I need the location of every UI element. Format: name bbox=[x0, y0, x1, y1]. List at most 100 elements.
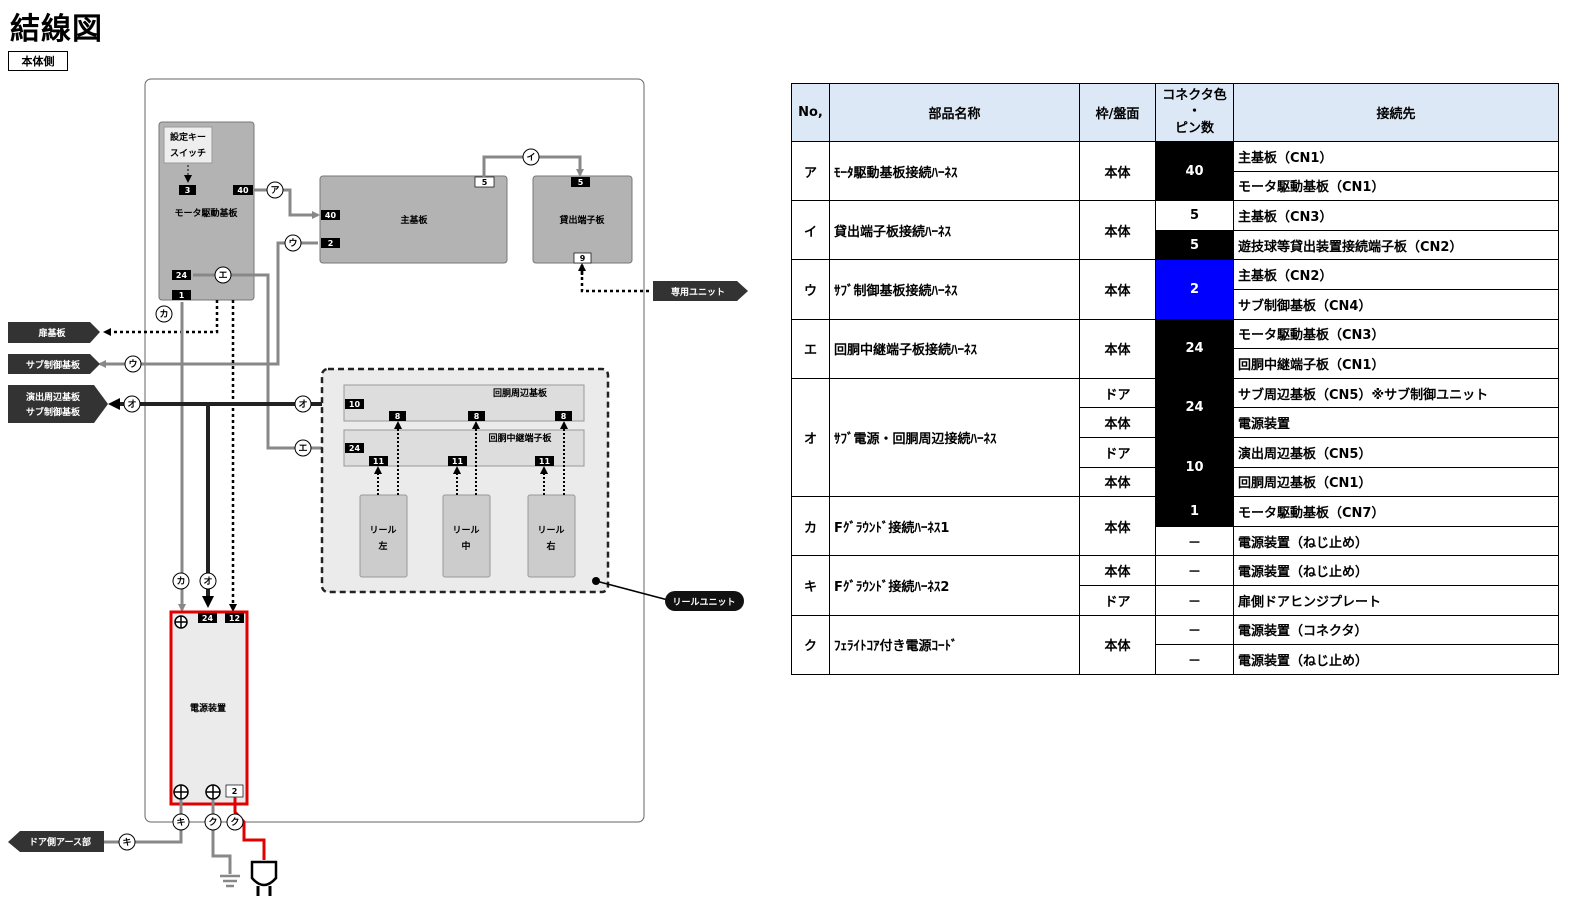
cell-dest: モータ駆動基板（CN1） bbox=[1233, 170, 1559, 202]
cell-pin: 10 bbox=[1155, 436, 1234, 498]
cell-dest: 主基板（CN2） bbox=[1233, 259, 1559, 290]
marker-e: エ bbox=[218, 271, 227, 281]
header-name: 部品名称 bbox=[829, 83, 1080, 142]
cell-pin: 5 bbox=[1155, 200, 1234, 231]
header-position: 枠/盤面 bbox=[1079, 83, 1156, 142]
pin-pw-2: 2 bbox=[232, 787, 238, 796]
reel-left bbox=[359, 494, 408, 578]
cell-dest: 電源装置（ねじ止め） bbox=[1233, 644, 1559, 675]
ground-icon bbox=[220, 874, 240, 888]
main-board bbox=[319, 175, 508, 264]
cell-dest: 主基板（CN3） bbox=[1233, 200, 1559, 231]
table-row: イ 貸出端子板接続ﾊｰﾈｽ 本体 5 主基板（CN3） bbox=[791, 200, 1559, 261]
cell-pin: 24 bbox=[1155, 318, 1234, 379]
marker-ki: キ bbox=[176, 817, 185, 828]
cell-dest: モータ駆動基板（CN3） bbox=[1233, 318, 1559, 350]
svg-text:サブ制御基板: サブ制御基板 bbox=[26, 359, 81, 371]
cell-dest: 扉側ドアヒンジプレート bbox=[1233, 584, 1559, 616]
wiring-diagram: 設定キー スイッチ 3 40 モータ駆動基板 24 1 主基板 5 40 2 貸… bbox=[8, 78, 748, 896]
tag-dedicated-unit: 専用ユニット bbox=[653, 281, 748, 301]
marker-ki-2: キ bbox=[122, 837, 131, 848]
lending-board-label: 貸出端子板 bbox=[559, 214, 605, 226]
cell-no: ク bbox=[791, 614, 830, 675]
header-no: No, bbox=[791, 83, 830, 142]
cell-position: 本体 bbox=[1079, 555, 1156, 586]
pin-relay-24: 24 bbox=[349, 444, 361, 453]
page-title: 結線図 bbox=[10, 12, 103, 47]
marker-ku: ク bbox=[208, 817, 217, 828]
cell-no: ウ bbox=[791, 259, 830, 320]
screw-icon bbox=[173, 615, 221, 800]
cell-pin: － bbox=[1155, 555, 1234, 586]
table-row: ア ﾓｰﾀ駆動基板接続ﾊｰﾈｽ 本体 40 主基板（CN1） bbox=[791, 140, 1559, 202]
table-row: ドア － 扉側ドアヒンジプレート bbox=[792, 584, 1559, 616]
cell-pin: 1 bbox=[1155, 496, 1234, 527]
marker-u-2: ウ bbox=[128, 359, 137, 370]
reel-right-label-2: 右 bbox=[545, 540, 555, 552]
cell-no: オ bbox=[791, 377, 830, 498]
header-pin-line3: ピン数 bbox=[1174, 120, 1214, 136]
table-row: ウ ｻﾌﾞ制御基板接続ﾊｰﾈｽ 本体 2 主基板（CN2） bbox=[791, 259, 1559, 320]
pin-reel-10: 10 bbox=[349, 400, 361, 409]
pin-reel-8-3: 8 bbox=[561, 412, 567, 421]
cell-pin: － bbox=[1155, 584, 1234, 616]
svg-text:演出周辺基板: 演出周辺基板 bbox=[26, 391, 81, 403]
header-dest: 接続先 bbox=[1233, 83, 1559, 142]
svg-text:専用ユニット: 専用ユニット bbox=[671, 286, 725, 298]
marker-u: ウ bbox=[288, 238, 297, 249]
table-row: カ Fｸﾞﾗｳﾝﾄﾞ接続ﾊｰﾈｽ1 本体 1 モータ駆動基板（CN7） bbox=[791, 496, 1559, 557]
table-header-row: No, 部品名称 枠/盤面 コネクタ色 ・ ピン数 接続先 bbox=[791, 83, 1559, 142]
header-pin-line2: ・ bbox=[1187, 104, 1201, 120]
pin-motor-24: 24 bbox=[176, 271, 188, 280]
side-label: 本体側 bbox=[8, 51, 68, 71]
marker-ka: カ bbox=[159, 309, 168, 320]
cell-position: 本体 bbox=[1079, 407, 1156, 438]
cell-dest: 回胴周辺基板（CN1） bbox=[1233, 466, 1559, 498]
svg-text:リールユニット: リールユニット bbox=[672, 597, 735, 608]
pin-reel-8-1: 8 bbox=[395, 412, 401, 421]
pin-pw-24: 24 bbox=[202, 614, 214, 623]
cell-name: ﾓｰﾀ駆動基板接続ﾊｰﾈｽ bbox=[829, 140, 1080, 202]
marker-ku-2: ク bbox=[230, 817, 239, 828]
cell-position: 本体 bbox=[1079, 259, 1156, 320]
cell-pin: － bbox=[1155, 614, 1234, 646]
pin-reel-8-2: 8 bbox=[474, 412, 480, 421]
motor-board-label: モータ駆動基板 bbox=[174, 207, 238, 219]
pin-motor-40: 40 bbox=[237, 186, 249, 195]
cell-name: Fｸﾞﾗｳﾝﾄﾞ接続ﾊｰﾈｽ1 bbox=[829, 496, 1080, 557]
power-unit bbox=[169, 610, 249, 806]
cell-dest: 回胴中継端子板（CN1） bbox=[1233, 348, 1559, 379]
cell-dest: 演出周辺基板（CN5） bbox=[1233, 436, 1559, 468]
cell-pin: 5 bbox=[1155, 229, 1234, 261]
table-row: エ 回胴中継端子板接続ﾊｰﾈｽ 本体 24 モータ駆動基板（CN3） bbox=[791, 318, 1559, 379]
cell-dest: 主基板（CN1） bbox=[1233, 141, 1559, 172]
cell-position: 本体 bbox=[1079, 466, 1156, 498]
cell-pin: － bbox=[1155, 525, 1234, 557]
reel-center-label-1: リール bbox=[452, 525, 479, 536]
setting-key-switch bbox=[163, 126, 213, 164]
cell-dest: 電源装置 bbox=[1233, 407, 1559, 438]
reel-periph-board bbox=[343, 384, 585, 422]
power-plug-icon bbox=[250, 860, 278, 896]
cell-dest: サブ制御基板（CN4） bbox=[1233, 288, 1559, 320]
cell-position: ドア bbox=[1079, 377, 1156, 409]
marker-o-3: オ bbox=[203, 576, 212, 587]
cell-position: 本体 bbox=[1079, 200, 1156, 261]
pin-main-2: 2 bbox=[328, 239, 334, 248]
marker-a: ア bbox=[270, 185, 279, 196]
pin-motor-3: 3 bbox=[185, 186, 191, 195]
table-row: 回胴中継端子板（CN1） bbox=[792, 348, 1559, 379]
reel-relay-label: 回胴中継端子板 bbox=[488, 432, 552, 444]
table-row: ク ﾌｪﾗｲﾄｺｱ付き電源ｺｰﾄﾞ 本体 － 電源装置（コネクタ） bbox=[791, 614, 1559, 675]
power-unit-label: 電源装置 bbox=[190, 702, 226, 714]
cell-name: 貸出端子板接続ﾊｰﾈｽ bbox=[829, 200, 1080, 261]
cell-position: 本体 bbox=[1079, 496, 1156, 557]
cell-dest: サブ周辺基板（CN5）※サブ制御ユニット bbox=[1233, 377, 1559, 409]
table-row: ドア 10 演出周辺基板（CN5） bbox=[792, 436, 1559, 498]
motor-board bbox=[158, 121, 255, 301]
table-row: オ ｻﾌﾞ電源・回胴周辺接続ﾊｰﾈｽ ドア 24 サブ周辺基板（CN5）※サブ制… bbox=[791, 377, 1559, 498]
cell-dest: 電源装置（コネクタ） bbox=[1233, 614, 1559, 646]
reel-center-label-2: 中 bbox=[461, 540, 470, 552]
marker-o-2: オ bbox=[298, 399, 307, 410]
table-row: － 電源装置（ねじ止め） bbox=[792, 644, 1559, 675]
